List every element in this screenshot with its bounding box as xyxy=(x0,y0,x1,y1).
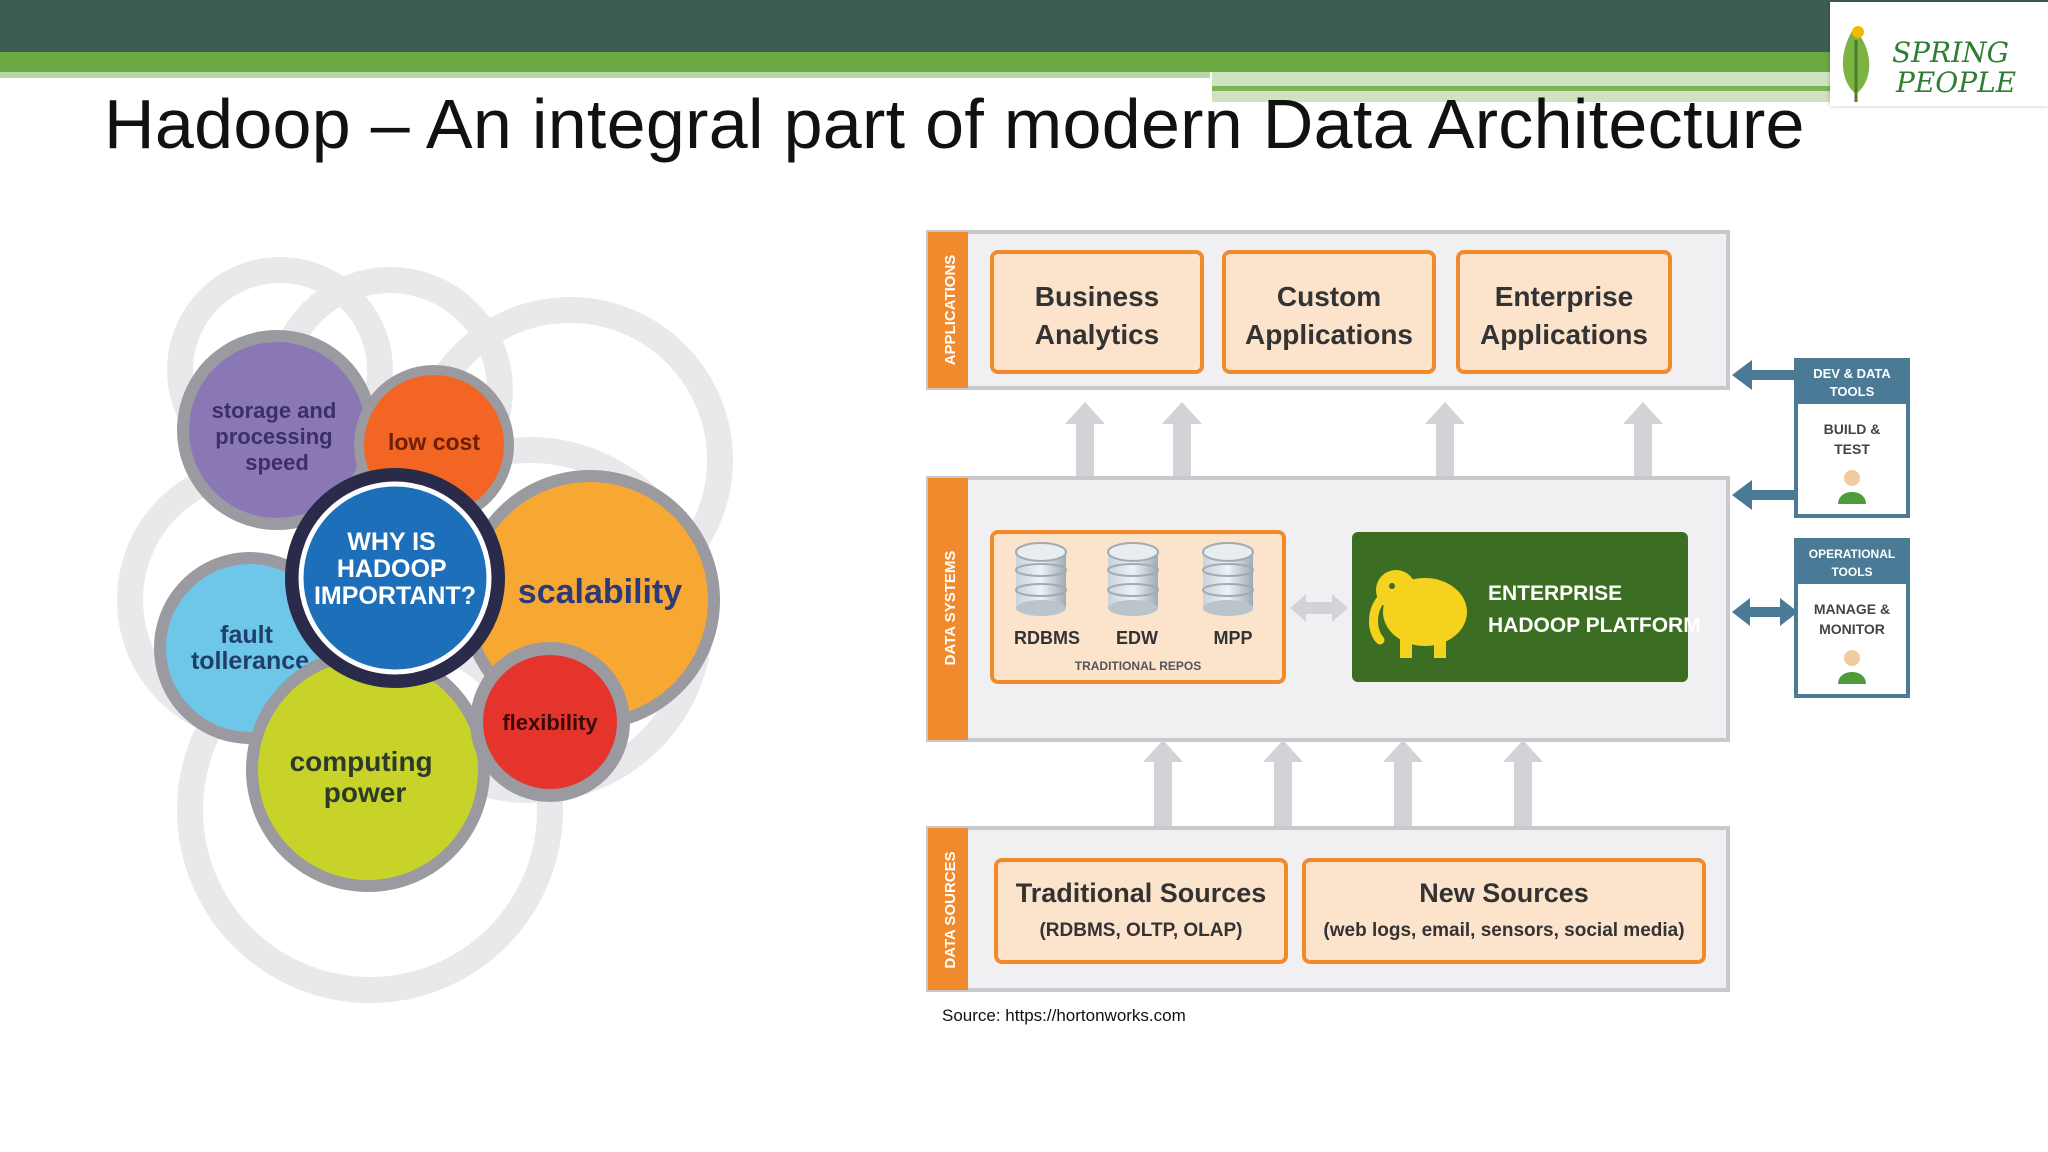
center-line2: HADOOP xyxy=(337,555,446,583)
header-dark-band xyxy=(0,0,2048,52)
source-note: Source: https://hortonworks.com xyxy=(942,1006,1186,1025)
repos-caption: TRADITIONAL REPOS xyxy=(1075,659,1201,673)
storage-line1: storage and xyxy=(212,398,337,423)
person-icon xyxy=(1838,470,1866,504)
bubble-computing-power: computing power xyxy=(246,648,490,892)
svg-text:MANAGE &MONITOR: MANAGE &MONITOR xyxy=(1814,601,1890,637)
logo-line2: PEOPLE xyxy=(1895,66,2016,99)
person-icon xyxy=(1838,650,1866,684)
database-icon xyxy=(1015,542,1067,616)
scalability-label: scalability xyxy=(518,573,683,611)
traditional-sources-subtitle: (RDBMS, OLTP, OLAP) xyxy=(1039,920,1242,941)
header-green-band xyxy=(0,52,1830,72)
leaf-icon xyxy=(1842,26,1870,102)
traditional-sources-title: Traditional Sources xyxy=(1016,878,1267,908)
database-icon xyxy=(1202,542,1254,616)
database-icon xyxy=(1107,542,1159,616)
logo-line1: SPRING xyxy=(1892,36,2009,69)
spring-people-logo: SPRING PEOPLE xyxy=(1830,2,2048,106)
bubble-storage-speed: storage and processing speed xyxy=(177,330,377,530)
bubble-flexibility: flexibility xyxy=(470,642,630,802)
storage-line3: speed xyxy=(245,450,309,475)
repos-hadoop-arrow xyxy=(1290,594,1348,622)
new-sources-title: New Sources xyxy=(1419,878,1589,908)
repo-mpp: MPP xyxy=(1213,628,1252,648)
svg-text:fault tollerance: fault tollerance xyxy=(191,621,309,675)
computing-line1: computing xyxy=(290,746,433,777)
new-sources-box: New Sources (web logs, email, sensors, s… xyxy=(1302,858,1706,964)
new-sources-subtitle: (web logs, email, sensors, social media) xyxy=(1323,920,1684,941)
data-systems-label: DATA SYSTEMS xyxy=(942,551,959,666)
header-light-band xyxy=(0,72,1210,78)
center-line3: IMPORTANT? xyxy=(314,582,476,610)
svg-text:computing power: computing power xyxy=(290,746,441,808)
low-cost-label: low cost xyxy=(388,429,480,455)
flexibility-label: flexibility xyxy=(502,710,598,735)
computing-line2: power xyxy=(324,777,407,808)
tool-arrows xyxy=(1732,360,1798,626)
hadoop-line1: ENTERPRISE xyxy=(1488,582,1622,605)
storage-line2: processing xyxy=(215,424,332,449)
svg-text:WHY IS HADOOP IMPO: WHY IS HADOOP IMPORTANT? xyxy=(314,528,476,610)
repo-edw: EDW xyxy=(1116,628,1158,648)
traditional-repos-box: RDBMS EDW MPP TRADITIONAL REPOS xyxy=(990,530,1286,684)
applications-label: APPLICATIONS xyxy=(942,255,959,366)
svg-text:storage and processing: storage and processing speed xyxy=(212,398,343,475)
slide-title: Hadoop – An integral part of modern Data… xyxy=(104,85,1805,163)
bubble-center-why-hadoop: WHY IS HADOOP IMPORTANT? xyxy=(285,468,505,688)
fault-line1: fault xyxy=(220,621,273,649)
header-accent-line xyxy=(1212,86,1830,91)
hadoop-line2: HADOOP PLATFORM xyxy=(1488,614,1701,637)
source-arrows xyxy=(1143,740,1543,830)
fault-line2: tollerance xyxy=(191,647,309,675)
why-hadoop-diagram: storage and processing speed low cost sc… xyxy=(117,257,733,1003)
enterprise-hadoop-platform: ENTERPRISE HADOOP PLATFORM xyxy=(1352,532,1701,682)
elephant-icon xyxy=(1369,570,1467,658)
center-line1: WHY IS xyxy=(347,528,435,556)
data-sources-label: DATA SOURCES xyxy=(942,851,959,968)
svg-text:BUILD &TEST: BUILD &TEST xyxy=(1824,421,1881,457)
repo-rdbms: RDBMS xyxy=(1014,628,1080,648)
traditional-sources-box: Traditional Sources (RDBMS, OLTP, OLAP) xyxy=(994,858,1288,964)
